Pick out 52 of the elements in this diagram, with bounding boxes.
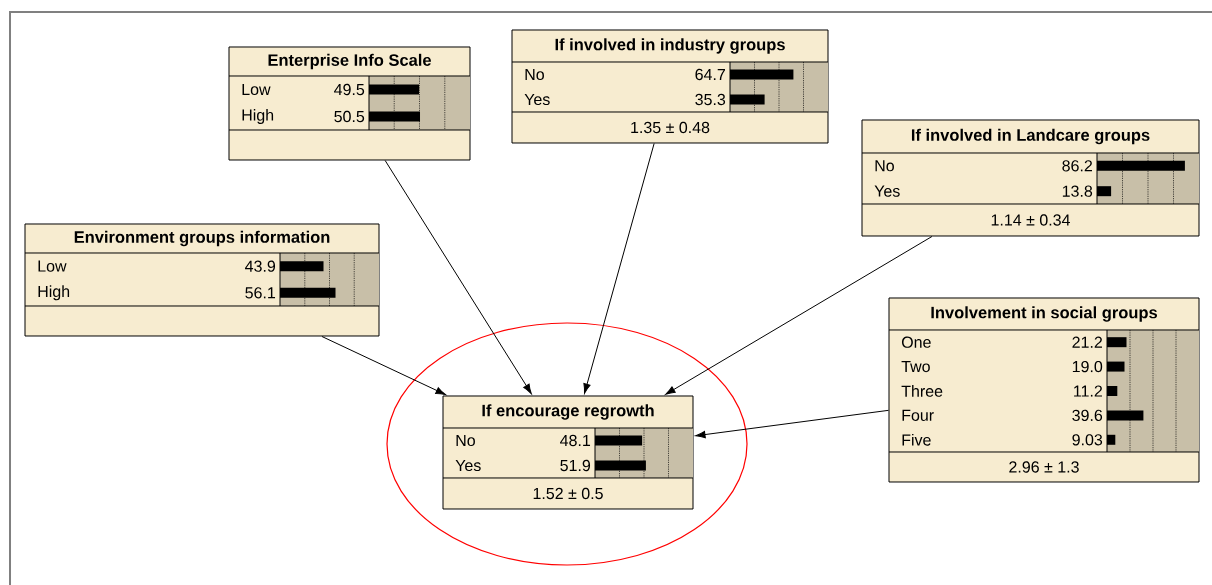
probability-value: 19.0 bbox=[1072, 360, 1103, 373]
probability-value: 11.2 bbox=[1074, 385, 1102, 397]
probability-value: 39.6 bbox=[1072, 409, 1103, 422]
box-title: If involved in Landcare groups bbox=[911, 128, 1150, 145]
probability-value: 9.03 bbox=[1072, 434, 1103, 446]
probability-value: 43.9 bbox=[245, 260, 276, 272]
probability-value: 13.8 bbox=[1062, 185, 1093, 197]
probability-value: 21.2 bbox=[1072, 336, 1102, 348]
arrow bbox=[321, 336, 446, 395]
mean-value: 1.14 ± 0.34 bbox=[991, 214, 1070, 226]
state-label: Yes bbox=[874, 185, 900, 197]
state-label: Five bbox=[902, 433, 931, 446]
box-title: Enterprise Info Scale bbox=[268, 53, 431, 70]
mean-value: 1.35 ± 0.48 bbox=[631, 121, 710, 134]
arrow bbox=[665, 236, 933, 395]
state-label: No bbox=[875, 160, 894, 172]
arrow bbox=[695, 409, 889, 439]
belief-box bbox=[888, 297, 1200, 483]
box-title: Involvement in social groups bbox=[931, 306, 1157, 322]
arrow bbox=[384, 160, 532, 395]
box-title: Environment groups information bbox=[74, 230, 330, 247]
box-title: If encourage regrowth bbox=[482, 404, 654, 420]
mean-value: 1.52 ± 0.5 bbox=[533, 487, 603, 500]
highlight-ellipse bbox=[386, 322, 748, 566]
state-label: Three bbox=[901, 385, 943, 397]
state-label: Yes bbox=[524, 93, 550, 106]
state-label: High bbox=[242, 109, 274, 124]
probability-value: 35.3 bbox=[695, 93, 726, 106]
mean-value: 2.96 ± 1.3 bbox=[1009, 461, 1079, 473]
state-label: Low bbox=[38, 260, 67, 272]
state-label: No bbox=[525, 68, 544, 81]
belief-box bbox=[228, 46, 471, 161]
state-label: One bbox=[901, 336, 931, 348]
belief-box bbox=[861, 119, 1200, 237]
state-label: Four bbox=[902, 409, 934, 421]
state-label: Low bbox=[242, 83, 271, 96]
probability-value: 50.5 bbox=[334, 110, 365, 123]
probability-value: 49.5 bbox=[334, 83, 365, 96]
state-label: High bbox=[38, 285, 70, 301]
state-label: No bbox=[456, 434, 475, 447]
state-label: Two bbox=[901, 361, 930, 373]
arrow bbox=[583, 143, 655, 394]
belief-box bbox=[442, 395, 694, 510]
probability-value: 51.9 bbox=[560, 459, 591, 472]
belief-box bbox=[511, 29, 829, 144]
state-label: Yes bbox=[455, 459, 481, 472]
belief-box bbox=[24, 223, 380, 337]
probability-value: 56.1 bbox=[245, 287, 275, 299]
box-title: If involved in industry groups bbox=[555, 38, 785, 54]
probability-value: 86.2 bbox=[1062, 160, 1092, 172]
probability-value: 48.1 bbox=[560, 434, 590, 447]
probability-value: 64.7 bbox=[695, 68, 725, 81]
